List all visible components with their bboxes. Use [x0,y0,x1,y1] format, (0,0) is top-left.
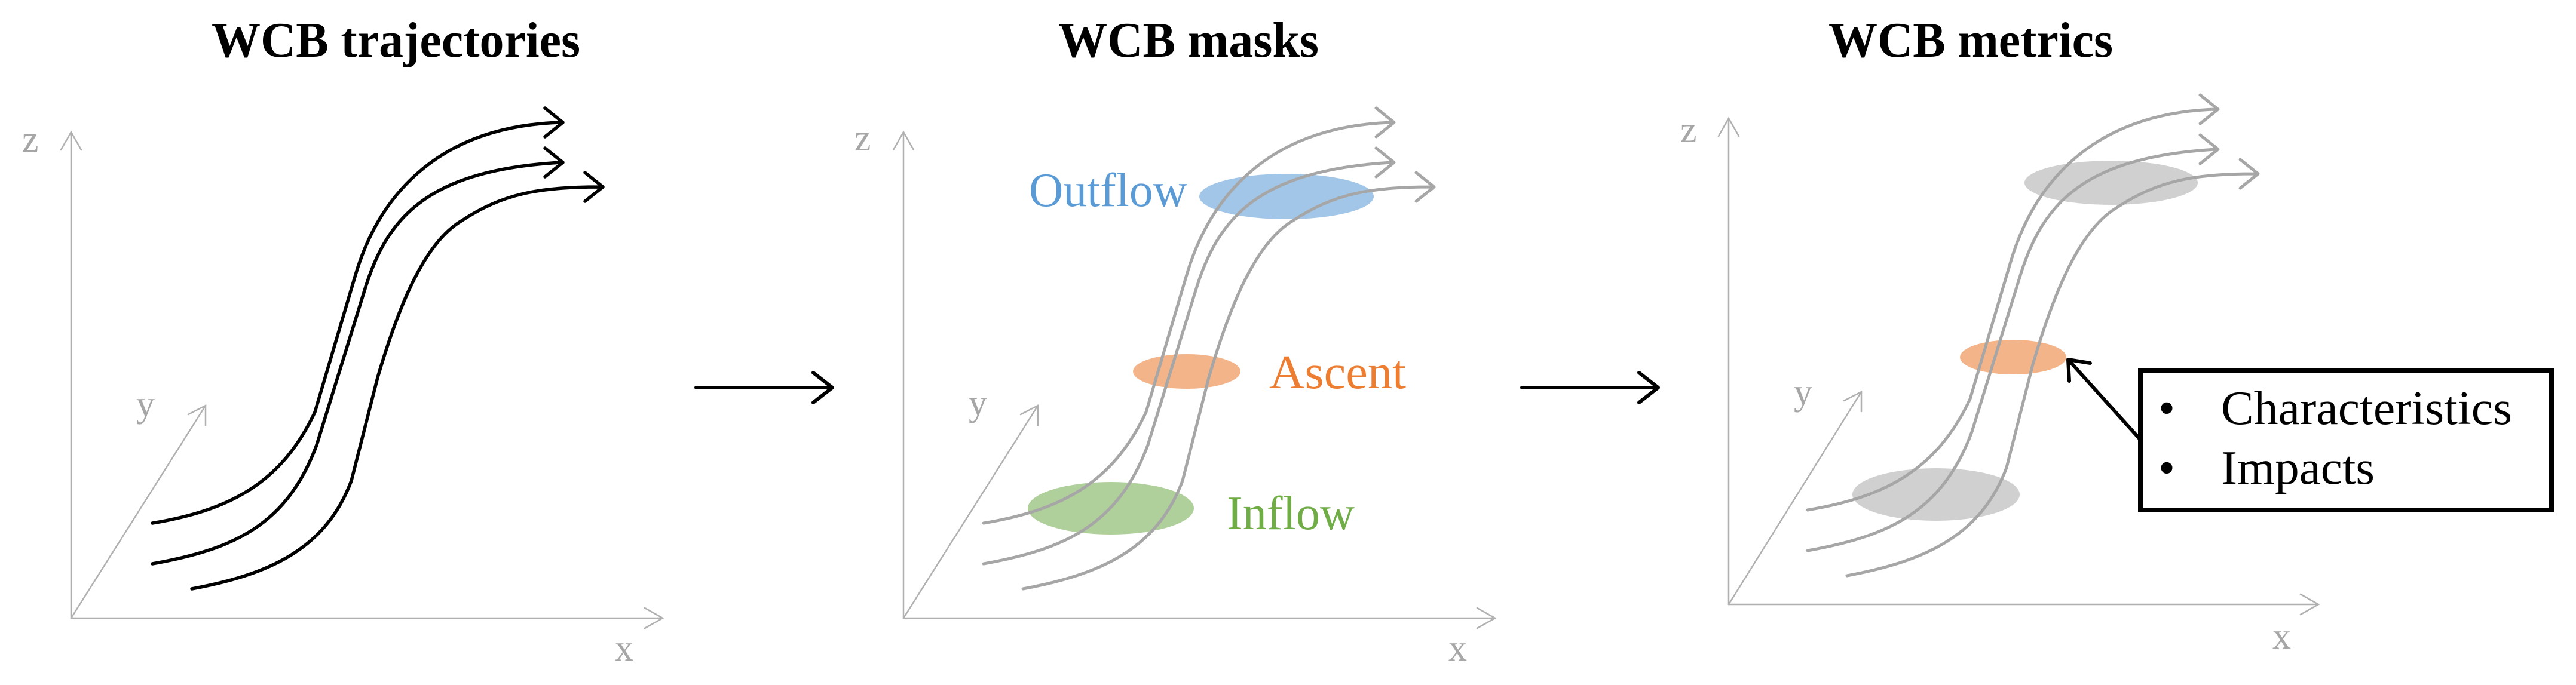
callout-box: • Characteristics • Impacts [2138,368,2554,512]
y-axis-label: y [1794,372,1812,413]
trajectories [982,106,1436,591]
z-axis-label: z [22,119,39,160]
trajectory-3 [1021,171,1436,591]
trajectory-2 [1806,133,2220,552]
callout-item-impacts: Impacts [2221,442,2375,494]
x-axis-arrow [70,607,664,629]
z-axis-arrow [892,130,915,619]
panel-trajectories: WCB trajectories z y x [22,13,664,669]
panel-title: WCB trajectories [212,13,580,68]
trajectory-2 [151,146,565,566]
x-axis-arrow [902,607,1497,629]
ascent-mask [1960,340,2066,374]
callout-item-characteristics: Characteristics [2221,382,2512,435]
trajectory-1 [151,106,565,525]
callout-arrow [2066,358,2141,440]
z-axis-arrow [60,130,82,619]
flow-arrow-right [694,371,834,404]
axes-3d: z y x [22,119,664,669]
x-axis-label: x [615,628,633,669]
callout-frame [2138,368,2554,512]
bullet: • [2158,442,2175,494]
z-axis-label: z [1680,110,1697,150]
trajectory-3 [1845,158,2260,578]
y-axis-arrow [1727,390,1863,606]
panel-title: WCB masks [1058,13,1319,68]
panel-title: WCB metrics [1828,13,2113,68]
trajectories [1806,93,2260,578]
trajectory-1 [982,106,1396,525]
z-axis-label: z [854,118,871,159]
x-axis-label: x [1448,628,1467,669]
trajectory-1 [1806,93,2220,512]
outflow-label: Outflow [1029,164,1187,217]
x-axis-arrow [1727,593,2320,616]
flow-arrow-right [1520,371,1660,404]
inflow-label: Inflow [1227,487,1355,540]
z-axis-arrow [1717,116,1740,606]
y-axis-label: y [136,384,155,425]
y-axis-arrow [70,404,207,619]
x-axis-label: x [2272,616,2291,657]
y-axis-arrow [902,404,1039,619]
y-axis-label: y [969,383,987,423]
ascent-mask [1133,354,1240,389]
trajectories [151,106,605,591]
panel-metrics: WCB metrics z y x • Characteristics • [1680,13,2554,657]
ascent-label: Ascent [1269,346,1406,399]
axes-3d: z y x [854,118,1497,669]
trajectory-2 [982,146,1396,566]
axes-3d: z y x [1680,110,2320,657]
panel-masks: WCB masks z y x Outflow Ascent Inflow [854,13,1497,669]
bullet: • [2158,382,2175,435]
trajectory-3 [190,171,605,591]
